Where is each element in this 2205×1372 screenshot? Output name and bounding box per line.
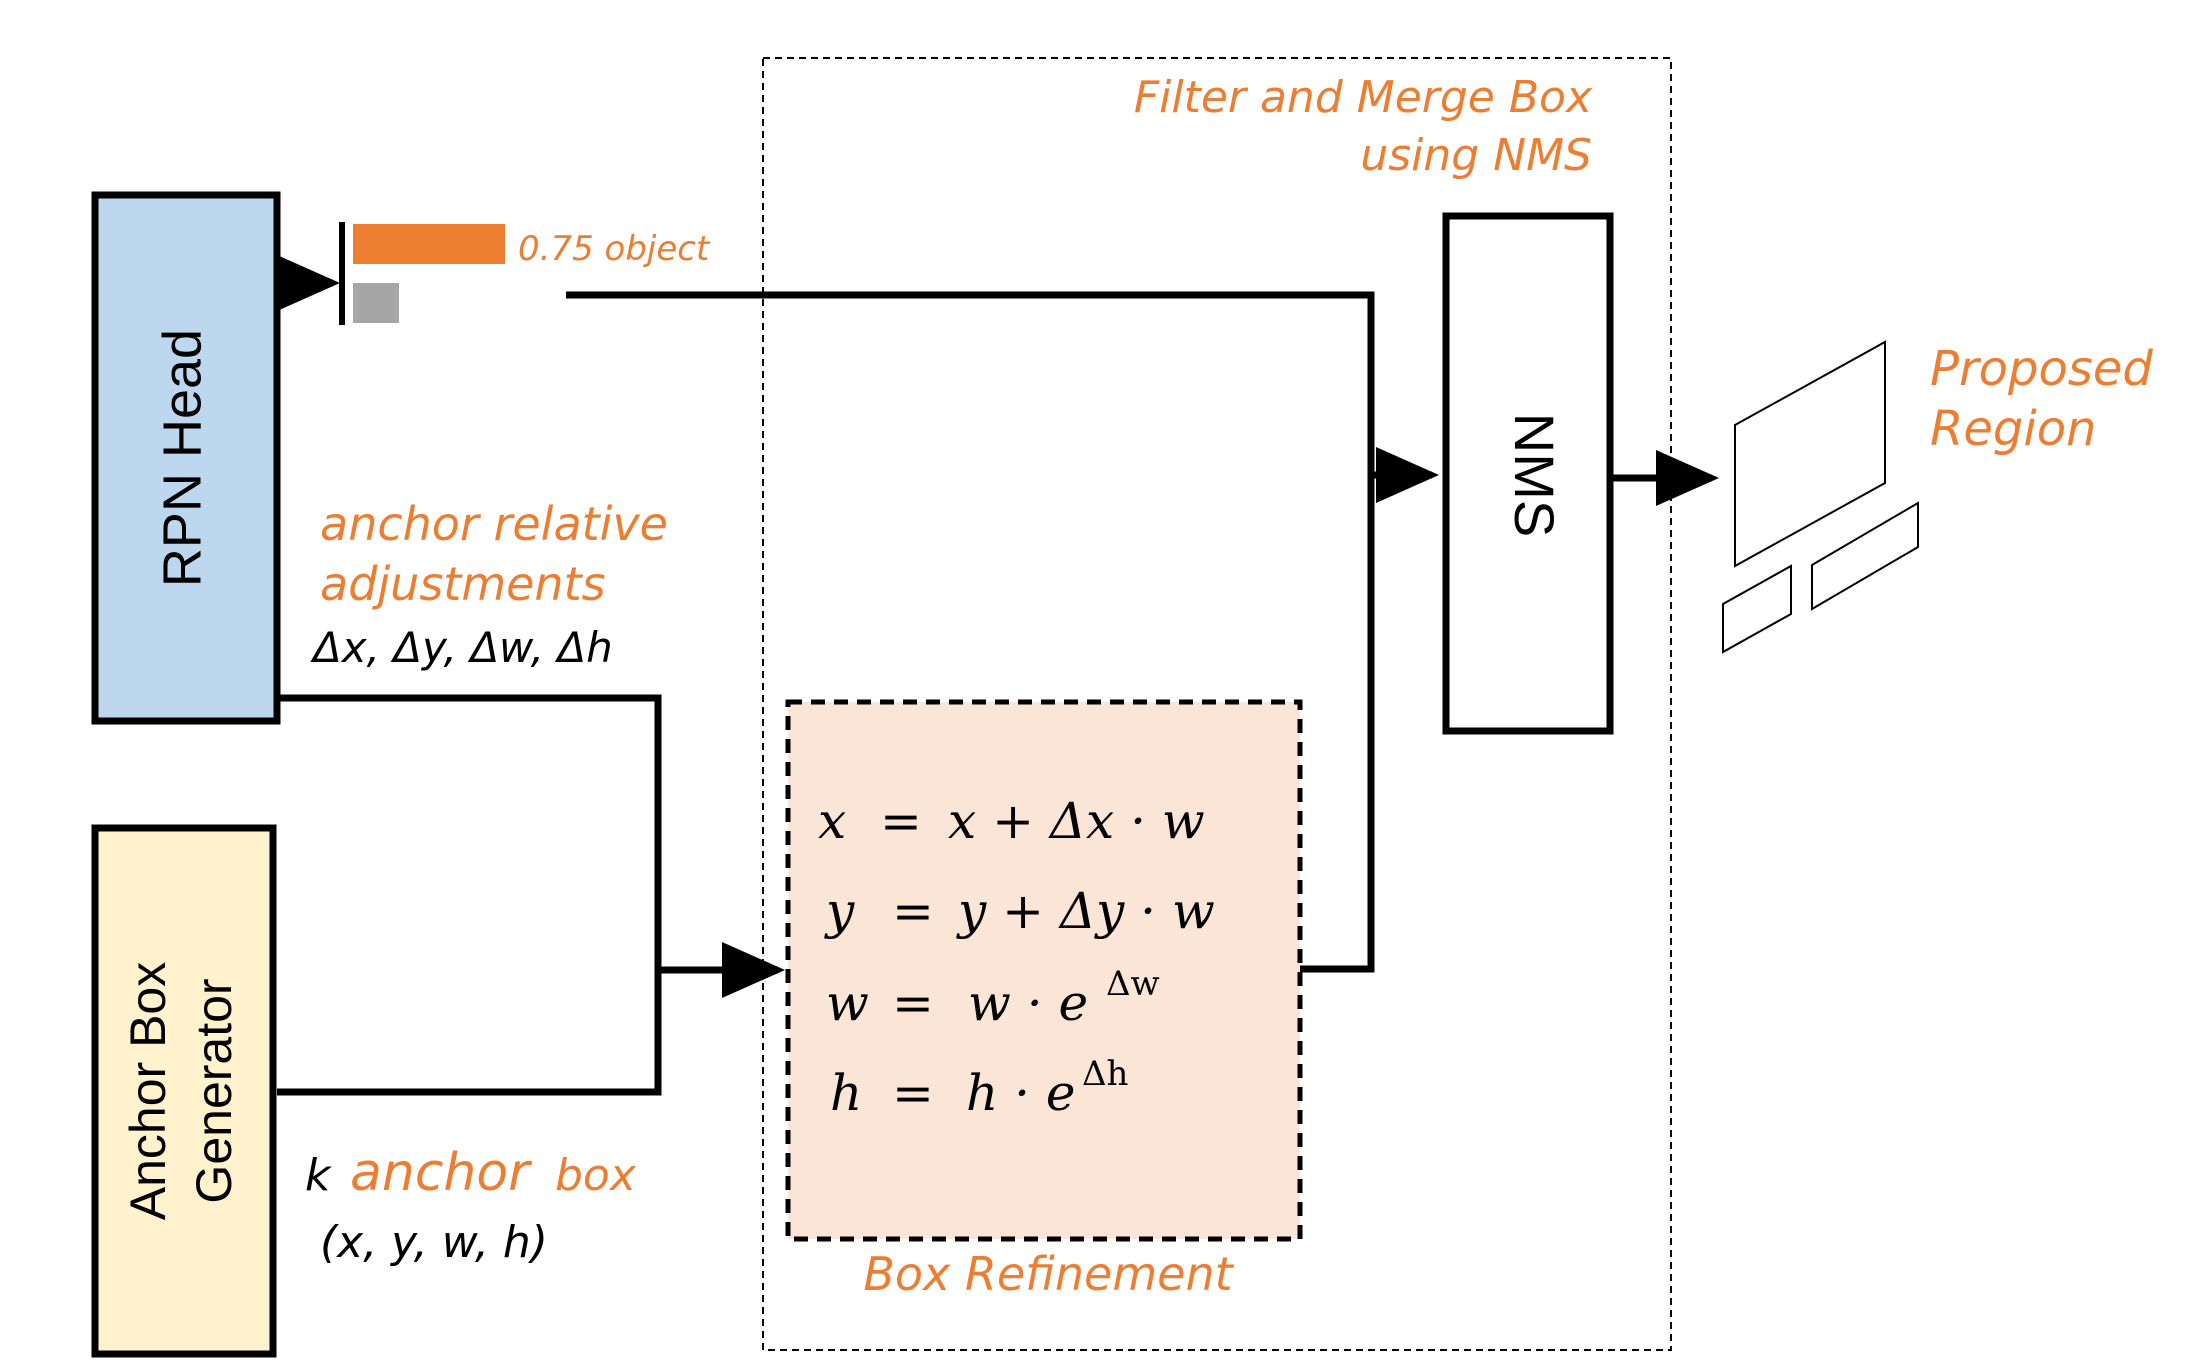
- equation-w-exponent: Δw: [1106, 964, 1160, 1004]
- equation-w-lhs: w: [826, 974, 869, 1032]
- proposed-region-label-line1: Proposed: [1930, 341, 2153, 397]
- box-refinement-block: [785, 699, 1303, 1242]
- equation-w-rhs: w · e: [968, 974, 1088, 1032]
- anchor-generator-label-line1: Anchor Box: [120, 962, 176, 1220]
- anchor-box-label: anchor: [350, 1143, 533, 1203]
- rpn-to-refinement-line: [277, 694, 662, 1096]
- anchor-generator-label-line2: Generator: [186, 978, 242, 1203]
- equation-x-rhs: x + Δx · w: [948, 792, 1205, 850]
- anchor-generator-block: [91, 824, 277, 1358]
- equation-y-rhs: y + Δy · w: [956, 882, 1215, 940]
- filter-merge-label-line2: using NMS: [1360, 130, 1592, 181]
- equation-w-eq: =: [892, 974, 934, 1032]
- equation-y-eq: =: [892, 882, 934, 940]
- rpn-head-block: [91, 191, 281, 725]
- object-score-bar: [353, 224, 505, 264]
- proposed-region-shape-small-left: [1722, 564, 1792, 654]
- equation-y-lhs: y: [824, 882, 855, 940]
- anchor-coords-label: (x, y, w, h): [320, 1217, 548, 1268]
- proposed-region-shape-small-right: [1811, 501, 1919, 611]
- anchor-relative-label-line2: adjustments: [320, 557, 606, 611]
- box-word-label: box: [555, 1150, 637, 1201]
- box-refinement-label: Box Refinement: [863, 1247, 1234, 1301]
- score-to-nms-line: [566, 291, 1375, 475]
- equation-x: x = x + Δx · w: [818, 792, 1205, 850]
- equation-w: w = w · e Δw: [826, 964, 1160, 1032]
- equation-y: y = y + Δy · w: [824, 882, 1215, 940]
- equation-h-lhs: h: [830, 1064, 862, 1122]
- equation-x-lhs: x: [818, 792, 846, 850]
- nms-block: [1442, 212, 1614, 735]
- equation-h-rhs: h · e: [966, 1064, 1075, 1122]
- score-label: 0.75 object: [518, 229, 711, 269]
- deltas-label: Δx, Δy, Δw, Δh: [310, 623, 613, 672]
- nms-region-border: [762, 57, 1672, 1351]
- refinement-to-nms-line: [1300, 475, 1375, 973]
- k-label: k: [305, 1150, 332, 1201]
- nms-label: NMS: [1503, 413, 1566, 537]
- anchor-relative-label-line1: anchor relative: [320, 497, 668, 551]
- background-score-bar: [353, 283, 399, 323]
- proposed-region-shape-large: [1734, 340, 1886, 568]
- equation-h-exponent: Δh: [1082, 1054, 1128, 1094]
- rpn-head-label: RPN Head: [152, 329, 212, 587]
- proposed-region-label-line2: Region: [1930, 401, 2096, 457]
- equation-x-eq: =: [880, 792, 922, 850]
- equation-h: h = h · e Δh: [830, 1054, 1128, 1122]
- equation-h-eq: =: [892, 1064, 934, 1122]
- filter-merge-label-line1: Filter and Merge Box: [1134, 72, 1593, 123]
